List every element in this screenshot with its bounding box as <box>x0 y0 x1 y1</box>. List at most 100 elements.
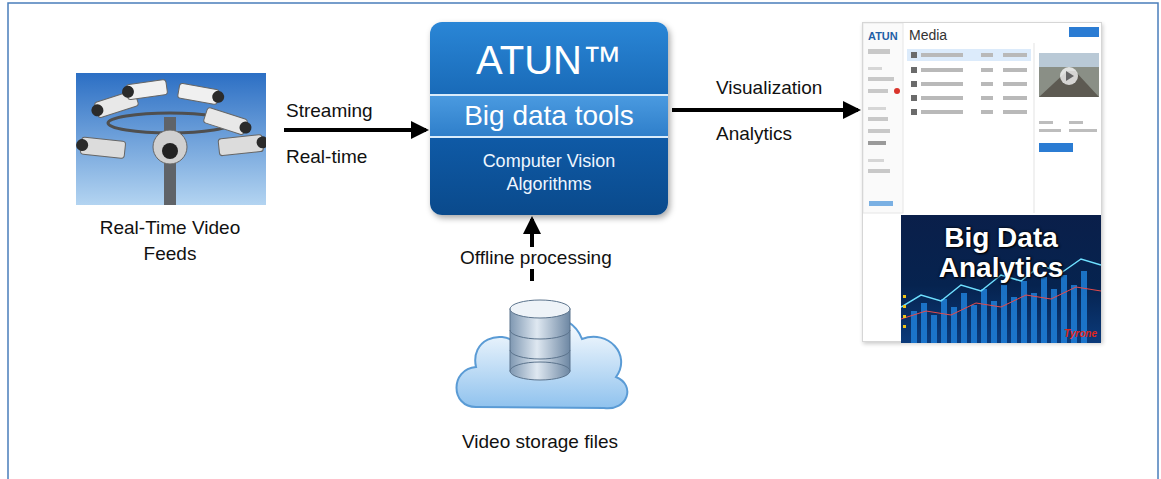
menu-logo <box>869 201 893 206</box>
ticker <box>903 325 906 328</box>
edge-label: Visualization Analytics <box>716 65 848 157</box>
camera <box>121 79 168 100</box>
bar <box>931 315 937 343</box>
row-bar <box>921 96 963 100</box>
ticker <box>903 315 906 318</box>
database-band <box>510 330 570 359</box>
camera <box>76 136 126 158</box>
bar <box>921 303 927 343</box>
file-rows <box>911 52 1027 115</box>
flow-arrow <box>672 108 858 112</box>
ticker-marks <box>903 295 906 328</box>
bar <box>1021 281 1027 343</box>
camera-lens <box>121 85 135 99</box>
menu-item <box>868 67 882 70</box>
row-icon <box>911 67 917 73</box>
sidebar <box>863 23 903 213</box>
camera-lens <box>238 120 253 135</box>
row-icon <box>911 52 917 58</box>
camera-lens <box>90 103 105 118</box>
selected-row <box>907 49 1031 61</box>
detail-bar <box>1069 121 1083 124</box>
row-bar <box>981 96 993 100</box>
row-icon <box>911 109 917 115</box>
camera-lens <box>256 136 266 149</box>
camera-lens <box>76 138 89 151</box>
thumbnail-sky <box>1039 53 1099 67</box>
platform-box: ATUN™ Big data toolsComputer Vision Algor… <box>430 22 668 215</box>
row-bar <box>1003 68 1027 72</box>
camera <box>203 107 254 137</box>
play-button <box>1060 67 1078 85</box>
algorithm-band: Computer Vision Algorithms <box>430 144 668 206</box>
detail-bar <box>1069 129 1097 132</box>
row-bar <box>1003 96 1027 100</box>
node-caption: Video storage files <box>440 429 640 455</box>
play-icon <box>1066 71 1074 81</box>
row-bar <box>921 68 963 72</box>
bar <box>1011 297 1017 343</box>
row-bar <box>921 82 963 86</box>
dome-lens <box>162 143 178 159</box>
header-button <box>1069 27 1099 37</box>
dashboard-screenshot: ATUN Media Big Data AnalyticsTyrone <box>862 22 1102 342</box>
row-bar <box>981 82 993 86</box>
detail-bar <box>1039 129 1061 132</box>
edge-label: Offline processing <box>457 247 615 269</box>
panel-divider <box>1034 43 1035 213</box>
menu-item <box>868 129 890 133</box>
camera-body <box>218 134 264 156</box>
video-feed-node: Real-Time Video Feeds <box>60 73 280 271</box>
menu-item <box>868 77 894 81</box>
database-top <box>510 300 570 318</box>
menu-item <box>868 169 890 173</box>
ticker <box>903 295 906 298</box>
trend-line <box>901 287 1101 319</box>
page-heading: Media <box>909 26 989 44</box>
camera-illustration <box>76 73 266 205</box>
band-label: Big data tools <box>430 98 668 134</box>
sky <box>76 73 266 205</box>
ticker <box>903 305 906 308</box>
row-bar <box>921 110 963 114</box>
menu-item <box>868 117 888 121</box>
menu-item <box>868 49 890 54</box>
bar <box>991 301 997 343</box>
detail-bar <box>1039 121 1053 124</box>
camera <box>218 134 266 156</box>
bar <box>1001 285 1007 343</box>
row-bar <box>981 53 993 57</box>
row-icon <box>911 95 917 101</box>
platform-title: ATUN™ <box>430 36 668 84</box>
dashboard-mockup <box>863 23 1103 215</box>
app-logo: ATUN <box>868 29 902 43</box>
frame-border <box>8 3 1158 479</box>
bar <box>1041 277 1047 343</box>
band-label: Computer Vision Algorithms <box>464 150 634 196</box>
menu-item <box>868 89 888 93</box>
bar <box>981 289 987 343</box>
edge-label: Streaming Real-time <box>286 88 396 180</box>
cloud-storage-illustration <box>448 285 633 417</box>
thumbnail <box>1039 53 1099 97</box>
action-button <box>1039 143 1073 152</box>
analytics-image: Big Data AnalyticsTyrone <box>901 215 1101 343</box>
row-bar <box>1003 110 1027 114</box>
bar <box>941 299 947 343</box>
tools-band: Big data tools <box>430 94 668 138</box>
bar <box>971 305 977 343</box>
database-bottom <box>510 362 570 380</box>
flow-arrow <box>284 128 426 132</box>
menu-item <box>868 141 886 145</box>
camera <box>177 83 225 106</box>
storage-node: Video storage files <box>440 285 640 459</box>
row-bar <box>1003 53 1027 57</box>
camera-lens <box>211 90 225 104</box>
row-bar <box>981 110 993 114</box>
row-bar <box>1003 82 1027 86</box>
row-icon <box>911 81 917 87</box>
row-bar <box>981 68 993 72</box>
watermark: Tyrone <box>1041 328 1097 340</box>
row-bar <box>921 53 963 57</box>
